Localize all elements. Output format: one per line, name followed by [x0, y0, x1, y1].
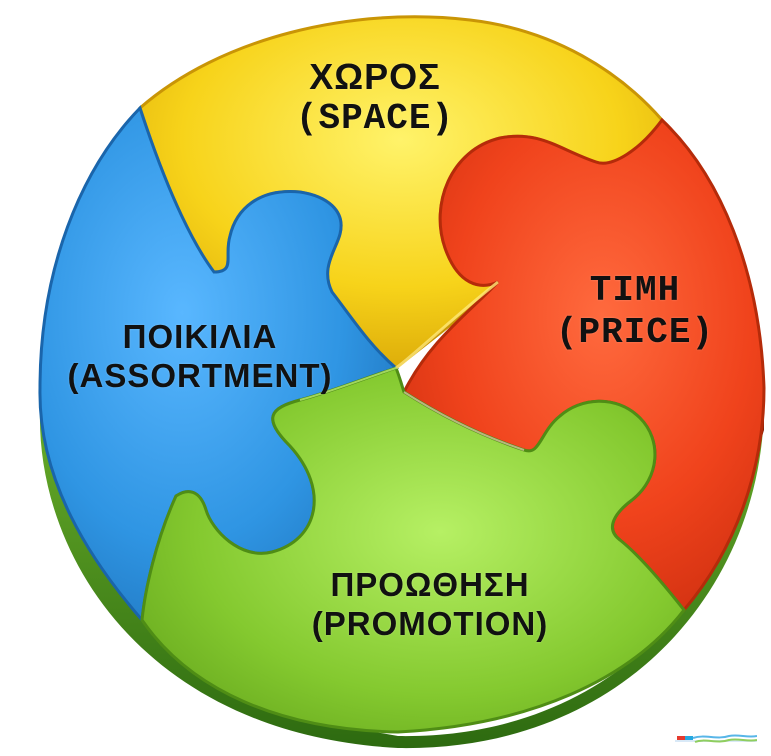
label-price-greek: ΤΙΜΗ: [589, 270, 681, 311]
label-space-english: (SPACE): [295, 98, 455, 140]
label-assortment-greek: ΠΟΙΚΙΛΙΑ: [122, 318, 278, 355]
label-promotion-greek: ΠΡΟΩΘΗΣΗ: [330, 566, 530, 603]
label-price: ΤΙΜΗ (PRICE): [520, 270, 750, 355]
label-assortment: ΠΟΙΚΙΛΙΑ (ASSORTMENT): [20, 318, 380, 396]
label-space: ΧΩΡΟΣ (SPACE): [265, 56, 485, 141]
label-promotion-english: (PROMOTION): [311, 604, 549, 642]
label-assortment-english: (ASSORTMENT): [67, 356, 333, 394]
corner-thumbnail-fragment: [675, 726, 757, 750]
label-space-greek: ΧΩΡΟΣ: [309, 56, 441, 97]
label-price-english: (PRICE): [555, 312, 715, 354]
label-promotion: ΠΡΟΩΘΗΣΗ (PROMOTION): [260, 566, 600, 644]
